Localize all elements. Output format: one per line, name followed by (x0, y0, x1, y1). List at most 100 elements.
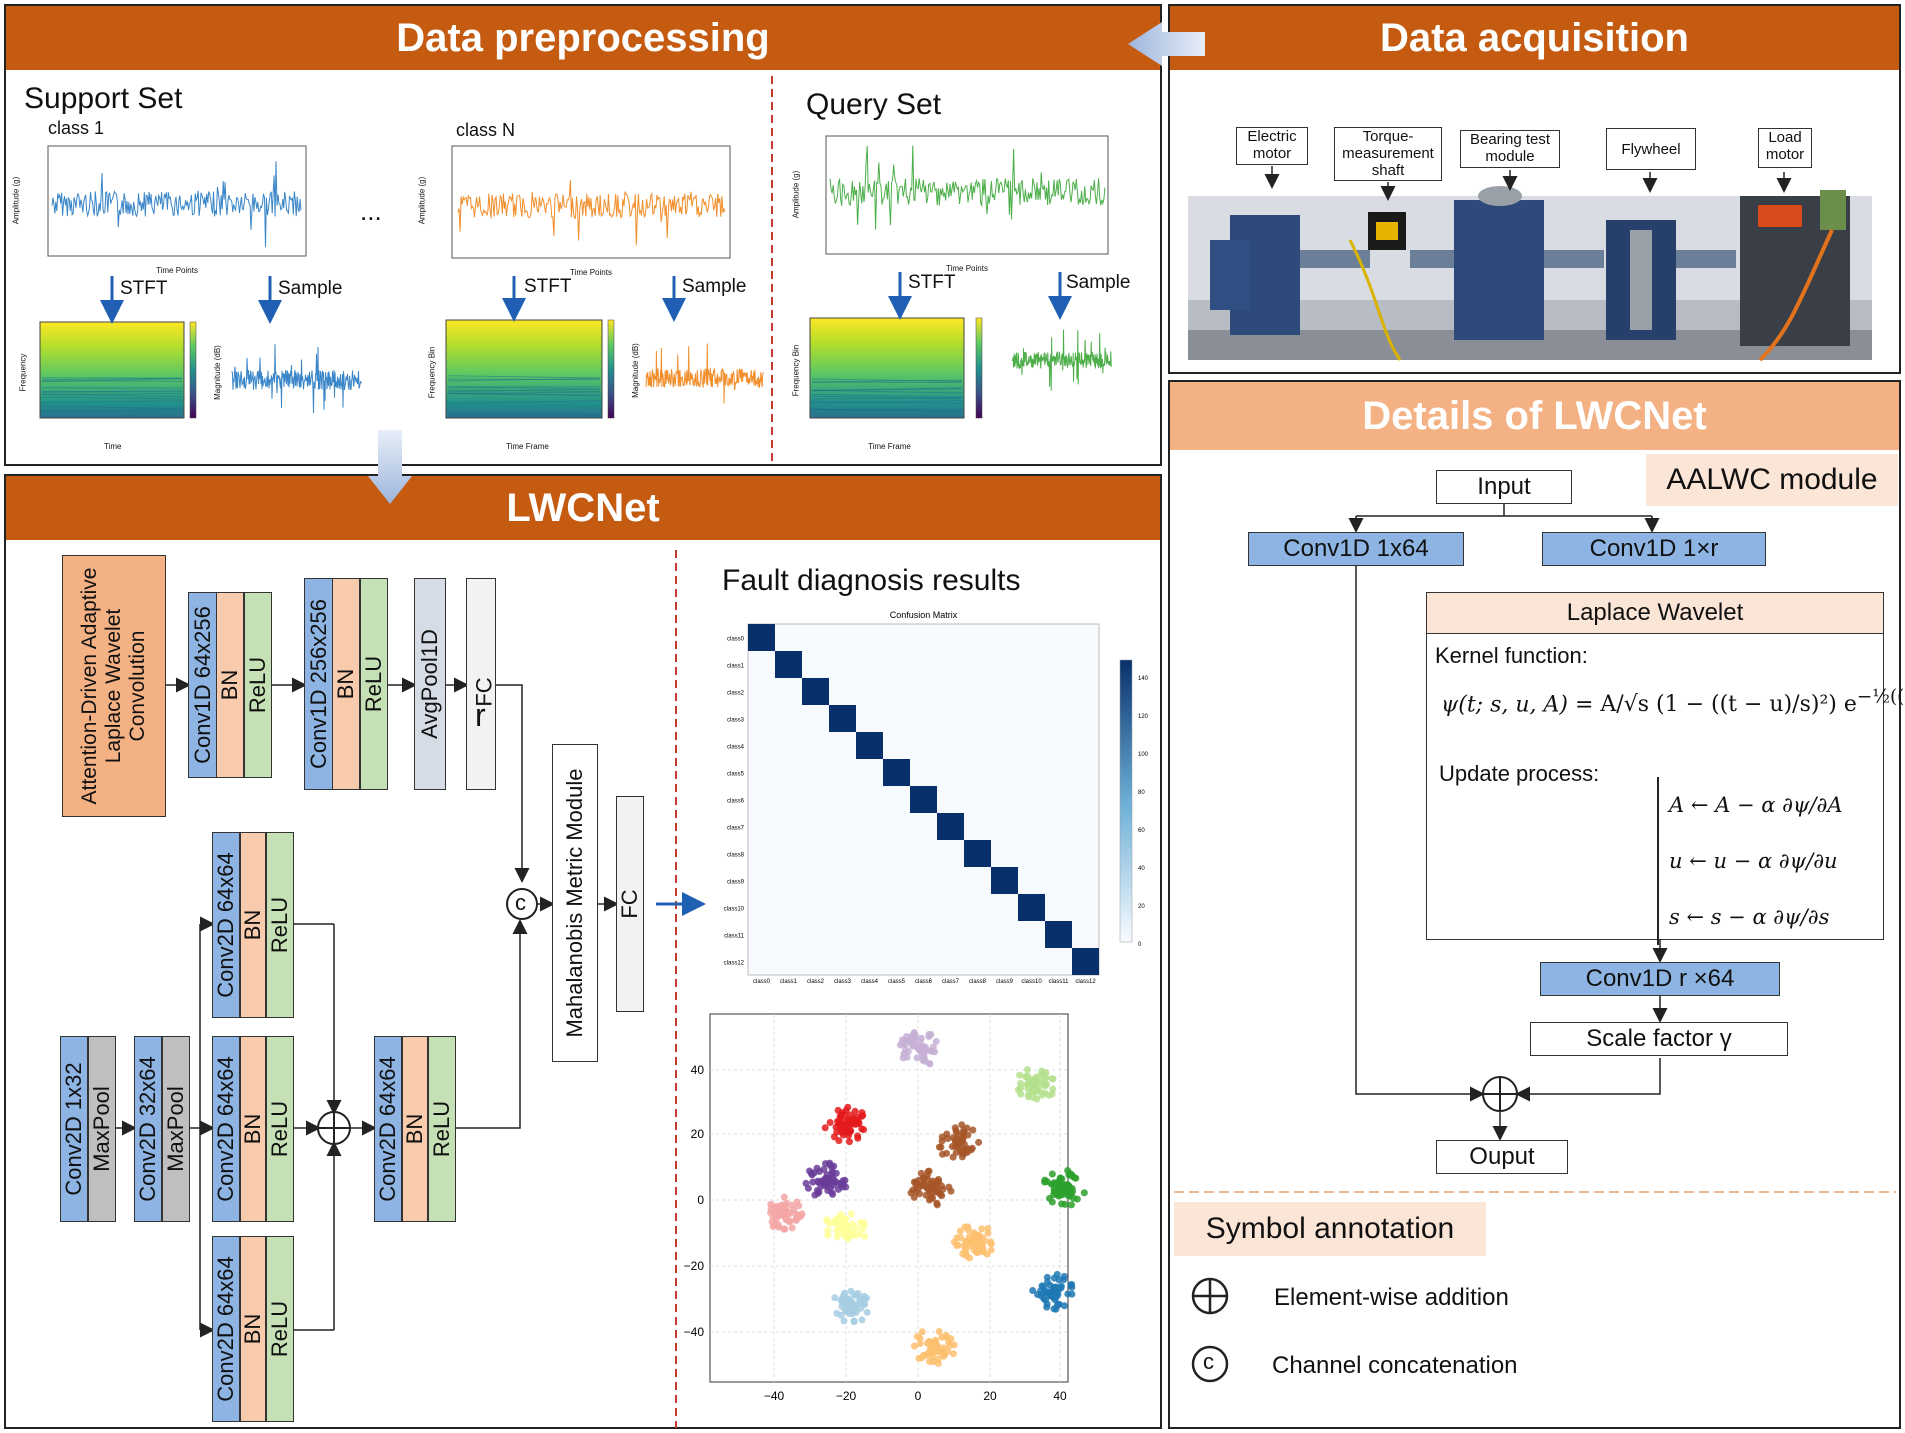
tsne-point (1028, 1080, 1036, 1088)
tsne-point (920, 1174, 928, 1182)
tsne-point (790, 1205, 798, 1213)
tsne-point (1048, 1198, 1056, 1206)
relu-bottom-label: ReLU (267, 1300, 292, 1358)
tsne-point (845, 1138, 853, 1146)
spectrogram-band (41, 377, 183, 379)
tsne-point (961, 1223, 969, 1231)
relu-mid-label: ReLU (267, 1100, 292, 1158)
bn-bottom: BN (240, 1236, 266, 1422)
tsne-point (921, 1047, 929, 1055)
tsne-point (850, 1318, 858, 1326)
tsne-point (839, 1177, 847, 1185)
results-title: Fault diagnosis results (722, 564, 1021, 597)
axis-time-points-class1: Time Points (156, 266, 198, 275)
confusion-colorbar-tick: 140 (1138, 676, 1149, 682)
test-rig-photo (1188, 186, 1872, 362)
concat-symbol-label: c (515, 890, 526, 915)
lwcnet-concat-symbol (506, 888, 538, 920)
tsne-point (928, 1177, 936, 1185)
tsne-point (965, 1254, 973, 1262)
conv1d-256x256-label: Conv1D 256x256 (306, 598, 331, 770)
confusion-colorbar-tick: 60 (1138, 828, 1145, 834)
confusion-col-label: class4 (861, 979, 879, 985)
tsne-point (859, 1112, 867, 1120)
tsne-point (913, 1333, 921, 1341)
tsne-point (824, 1227, 832, 1235)
tsne-point (1039, 1070, 1047, 1078)
sample-trace-class1 (231, 344, 362, 414)
bn-top: BN (240, 832, 266, 1018)
kernel-label: Kernel function: (1435, 643, 1588, 668)
tsne-point (1021, 1073, 1029, 1081)
tsne-point (823, 1216, 831, 1224)
tsne-point (1067, 1201, 1075, 1209)
tsne-x-tick: −40 (764, 1389, 785, 1403)
maxpool-2-label: MaxPool (163, 1086, 188, 1172)
tsne-point (962, 1241, 970, 1249)
tsne-point (845, 1132, 853, 1140)
aalwc-block: Attention-Driven Adaptive Laplace Wavele… (62, 555, 166, 817)
laplace-title: Laplace Wavelet (1427, 593, 1883, 634)
axis-amplitude-classN: Amplitude (g) (417, 176, 427, 225)
confusion-row-label: class6 (727, 799, 745, 805)
confusion-title: Confusion Matrix (890, 610, 958, 620)
fc-1-r-label: r (475, 697, 486, 733)
tsne-point (1023, 1066, 1031, 1074)
tsne-point (1029, 1093, 1037, 1101)
acquisition-to-preprocessing-arrow (1128, 22, 1205, 66)
conv1xr-box: Conv1D 1×r (1542, 532, 1766, 566)
legend-add-text: Element-wise addition (1274, 1284, 1509, 1311)
tsne-point (795, 1202, 803, 1210)
signal-plot-class1 (47, 145, 307, 257)
tsne-point (1048, 1090, 1056, 1098)
confusion-col-label: class8 (969, 979, 987, 985)
tsne-point (854, 1289, 862, 1297)
confusion-row-label: class4 (727, 745, 745, 751)
scale-factor-box: Scale factor γ (1530, 1022, 1788, 1056)
spectrogram-band (447, 400, 601, 404)
conv1x64-box: Conv1D 1x64 (1248, 532, 1464, 566)
tsne-point (1031, 1074, 1039, 1082)
tsne-point (1060, 1276, 1068, 1284)
relu-2-label: ReLU (361, 655, 386, 713)
tsne-point (1057, 1282, 1065, 1290)
confusion-col-label: class0 (753, 979, 771, 985)
tsne-point (960, 1127, 968, 1135)
confusion-diag-cell (1018, 894, 1045, 921)
axis-time-points-classN: Time Points (570, 268, 612, 277)
signal-plot-classN (451, 145, 731, 259)
stft-label-class1: STFT (120, 278, 168, 299)
tsne-point (1068, 1290, 1076, 1298)
tsne-point (935, 1328, 943, 1336)
axis-time-frame-query: Time Frame (868, 442, 911, 451)
tsne-point (1064, 1167, 1072, 1175)
convr64-box: Conv1D r ×64 (1540, 962, 1780, 996)
tsne-point (932, 1186, 940, 1194)
tsne-point (837, 1113, 845, 1121)
tsne-y-tick: −40 (684, 1325, 705, 1339)
tsne-point (1043, 1178, 1051, 1186)
tsne-point (1069, 1194, 1077, 1202)
update-label: Update process: (1439, 761, 1600, 786)
tsne-point (774, 1212, 782, 1220)
ellipsis: ... (360, 196, 382, 226)
tsne-point (1029, 1287, 1037, 1295)
bn-2-label: BN (333, 668, 358, 700)
tsne-point (857, 1304, 865, 1312)
tsne-point (927, 1031, 935, 1039)
sample-trace-query (1011, 329, 1112, 391)
confusion-diag-cell (937, 813, 964, 840)
tsne-point (842, 1120, 850, 1128)
relu-mid: ReLU (266, 1036, 294, 1222)
tsne-point (840, 1317, 848, 1325)
bn-merge-label: BN (402, 1113, 427, 1145)
tsne-point (831, 1294, 839, 1302)
tsne-point (953, 1241, 961, 1249)
acquisition-title: Data acquisition (1170, 6, 1899, 70)
axis-frequency-bin-query: Frequency Bin (791, 344, 801, 397)
conv1d-64x256-label: Conv1D 64x256 (190, 606, 215, 764)
tsne-point (903, 1053, 911, 1061)
stft-label-classN: STFT (524, 276, 572, 297)
confusion-diag-cell (775, 651, 802, 678)
mahalanobis-module: Mahalanobis Metric Module (552, 744, 598, 1062)
